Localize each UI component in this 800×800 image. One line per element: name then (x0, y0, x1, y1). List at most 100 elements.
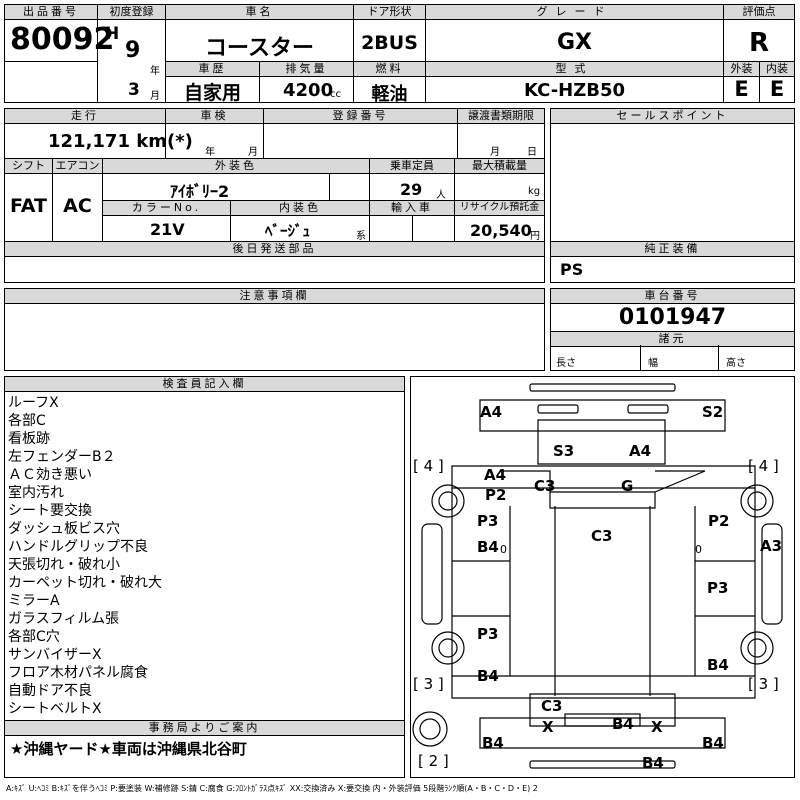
door-label: ドア形状 (354, 5, 425, 20)
ext-grade-label: 外装 (724, 62, 759, 77)
model: KC-HZB50 (523, 80, 626, 101)
delivery-label: 後日発送部品 (5, 242, 544, 257)
transfer-day: 日 (527, 147, 537, 158)
length-label: 長さ (556, 358, 576, 369)
mark-a4-front: A4 (629, 442, 652, 460)
note-line: ミラーA (8, 593, 60, 609)
equipment-value: PS (560, 260, 584, 279)
color-no: 21V (150, 220, 185, 239)
bracket-tr: [ 4 ] (748, 457, 779, 475)
mark-o-left: 0 (500, 543, 507, 556)
era: H (105, 24, 120, 44)
inspection-label: 車検 (166, 109, 263, 124)
header-panel (4, 4, 795, 103)
mark-p3-left-lower: P3 (477, 625, 499, 643)
sales-point-label: セールスポイント (551, 109, 794, 124)
inspection-year-unit: 年 (205, 147, 215, 158)
fuel: 軽油 (371, 84, 408, 105)
caution-panel (4, 288, 545, 371)
height-label: 高さ (726, 358, 746, 369)
mark-b4-right: B4 (707, 656, 729, 674)
chassis-label: 車台番号 (551, 289, 794, 304)
mark-s2: S2 (702, 403, 724, 421)
note-line: ルーフX (8, 395, 59, 411)
note-line: ダッシュ板ビス穴 (8, 521, 120, 537)
note-line: シート要交換 (8, 503, 92, 519)
transfer-label: 譲渡書類期限 (458, 109, 544, 124)
grade-label: グレード (426, 5, 723, 20)
mark-b4-left-upper: B4 (477, 538, 499, 556)
bracket-tl: [ 4 ] (413, 457, 444, 475)
mark-p2-left: P2 (485, 486, 507, 504)
score: R (748, 28, 770, 58)
note-line: 左フェンダーB２ (8, 449, 116, 465)
mark-p3-right: P3 (707, 579, 729, 597)
note-line: ＡＣ効き悪い (8, 467, 92, 483)
mark-s3: S3 (553, 442, 575, 460)
mark-b4-bottom: B4 (642, 754, 664, 772)
mark-c3-rear: C3 (541, 697, 563, 715)
ac-label: エアコン (53, 159, 102, 174)
int-color-unit: 系 (356, 231, 366, 242)
reg-no-label: 登録番号 (264, 109, 457, 124)
bus-diagram (412, 383, 783, 769)
office-label: 事務局よりご案内 (5, 720, 404, 736)
ext-grade: E (734, 77, 749, 101)
inspector-label: 検査員記入欄 (5, 377, 404, 392)
note-line: フロア木材パネル腐食 (8, 665, 148, 681)
note-line: 各部C穴 (8, 629, 60, 645)
capacity: 29 (400, 180, 423, 199)
reg-month-unit: 月 (150, 91, 160, 102)
color-no-label: カラーNo. (103, 201, 230, 216)
mark-p2-right: P2 (708, 512, 730, 530)
score-label: 評価点 (724, 5, 794, 20)
note-line: 自動ドア不良 (8, 683, 92, 699)
mark-b4-left-lower: B4 (477, 667, 499, 685)
sales-point-panel (550, 108, 795, 283)
capacity-label: 乗車定員 (370, 159, 454, 174)
note-line: ハンドルグリップ不良 (8, 539, 148, 555)
mark-c3-left: C3 (534, 477, 556, 495)
displacement-unit: cc (330, 89, 341, 100)
caution-label: 注意事項欄 (5, 289, 544, 304)
displacement: 4200 (283, 80, 334, 101)
displacement-label: 排気量 (260, 62, 353, 77)
width-label: 幅 (648, 358, 658, 369)
mark-p3-left-upper: P3 (477, 512, 499, 530)
transfer-month: 月 (490, 147, 500, 158)
chassis-number: 0101947 (618, 305, 727, 330)
recycle-label: リサイクル預託金 (455, 201, 544, 216)
int-color-label: 内装色 (231, 201, 369, 216)
ext-color-label: 外装色 (103, 159, 369, 174)
max-load-label: 最大積載量 (455, 159, 544, 174)
shift: FAT (10, 195, 47, 217)
inspector-notes: ルーフX 各部C 看板跡 左フェンダーB２ ＡＣ効き悪い 室内汚れ シート要交換… (8, 394, 162, 718)
model-label: 型式 (426, 62, 723, 77)
door-type: 2BUS (361, 32, 418, 54)
ext-color: ｱｲﾎﾞﾘｰ2 (170, 182, 230, 201)
mark-b4-rear-center: B4 (612, 715, 634, 733)
int-color: ﾍﾞｰｼﾞｭ (265, 222, 311, 240)
lot-no: 80092 (10, 22, 115, 57)
ac: AC (63, 195, 92, 217)
mark-g: G (621, 477, 634, 495)
specs-label: 諸元 (551, 331, 794, 347)
inspector-panel (4, 376, 405, 778)
mark-a3-right: A3 (760, 537, 783, 555)
recycle-unit: 円 (530, 231, 540, 242)
note-line: 天張切れ・破れ小 (8, 557, 120, 573)
note-line: 各部C (8, 413, 46, 429)
import-label: 輸入車 (370, 201, 454, 216)
inspection-month-unit: 月 (248, 147, 258, 158)
note-line: 室内汚れ (8, 485, 64, 501)
note-line: カーペット切れ・破れ大 (8, 575, 162, 591)
mileage-label: 走行 (5, 109, 165, 124)
damage-diagram-panel (410, 376, 795, 778)
first-reg-label: 初度登録 (98, 5, 165, 20)
equipment-label: 純正装備 (551, 242, 794, 257)
legend: A:ｷｽﾞ U:ﾍｺﾐ B:ｷｽﾞを伴うﾍｺﾐ P:要塗装 W:補修跡 S:錆 … (6, 784, 538, 793)
mark-x-left: X (542, 718, 554, 736)
mark-b4-rear-right: B4 (702, 734, 724, 752)
grade: GX (556, 30, 593, 55)
recycle: 20,540 (470, 221, 532, 240)
